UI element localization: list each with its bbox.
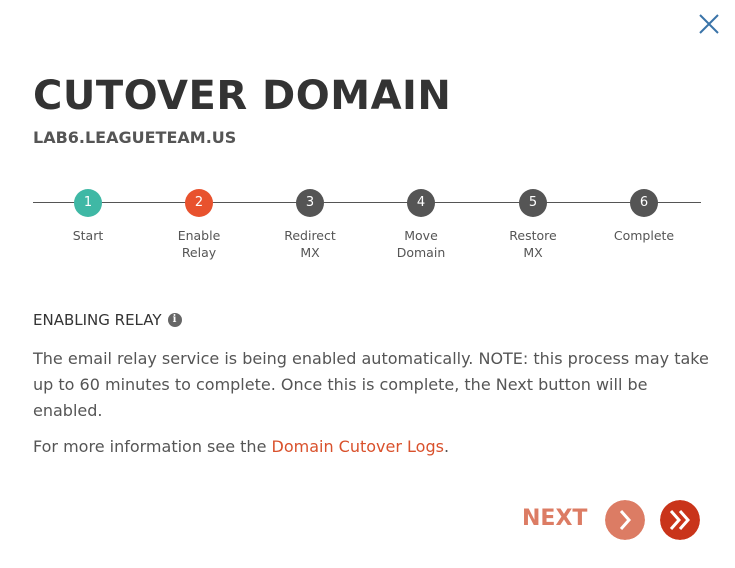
step-label: Redirect (284, 228, 336, 243)
step-label: Move (404, 228, 438, 243)
description: The email relay service is being enabled… (33, 349, 709, 420)
step-number: 6 (630, 189, 658, 217)
step-label: MX (300, 245, 320, 260)
domain-name: LAB6.LEAGUETEAM.US (33, 128, 237, 147)
more-info-text: For more information see the (33, 437, 272, 456)
step-number: 5 (519, 189, 547, 217)
stepper-line (33, 202, 701, 203)
step-label: MX (523, 245, 543, 260)
more-info-suffix: . (443, 437, 450, 456)
double-chevron-right-icon (669, 510, 691, 530)
domain-cutover-logs-link[interactable]: Domain Cutover Logs (271, 437, 444, 456)
next-button[interactable] (605, 500, 645, 540)
step-label: Relay (181, 245, 217, 260)
step-label: Start (72, 228, 104, 243)
step-label: Complete (613, 228, 675, 243)
section-heading: ENABLING RELAY i (33, 311, 182, 329)
step-label: Domain (396, 245, 446, 260)
step-number: 4 (407, 189, 435, 217)
section-title: ENABLING RELAY (33, 311, 162, 329)
close-icon[interactable] (697, 12, 721, 36)
step-number: 1 (74, 189, 102, 217)
skip-to-end-button[interactable] (660, 500, 700, 540)
info-icon[interactable]: i (167, 313, 182, 327)
step-number: 2 (185, 189, 213, 217)
chevron-right-icon (619, 510, 632, 530)
step-number: 3 (296, 189, 324, 217)
next-label[interactable]: NEXT (522, 506, 588, 531)
page-title: CUTOVER DOMAIN (33, 73, 452, 119)
more-info: For more information see the Domain Cuto… (33, 437, 449, 456)
step-label: Enable (177, 228, 221, 243)
step-label: Restore (509, 228, 557, 243)
